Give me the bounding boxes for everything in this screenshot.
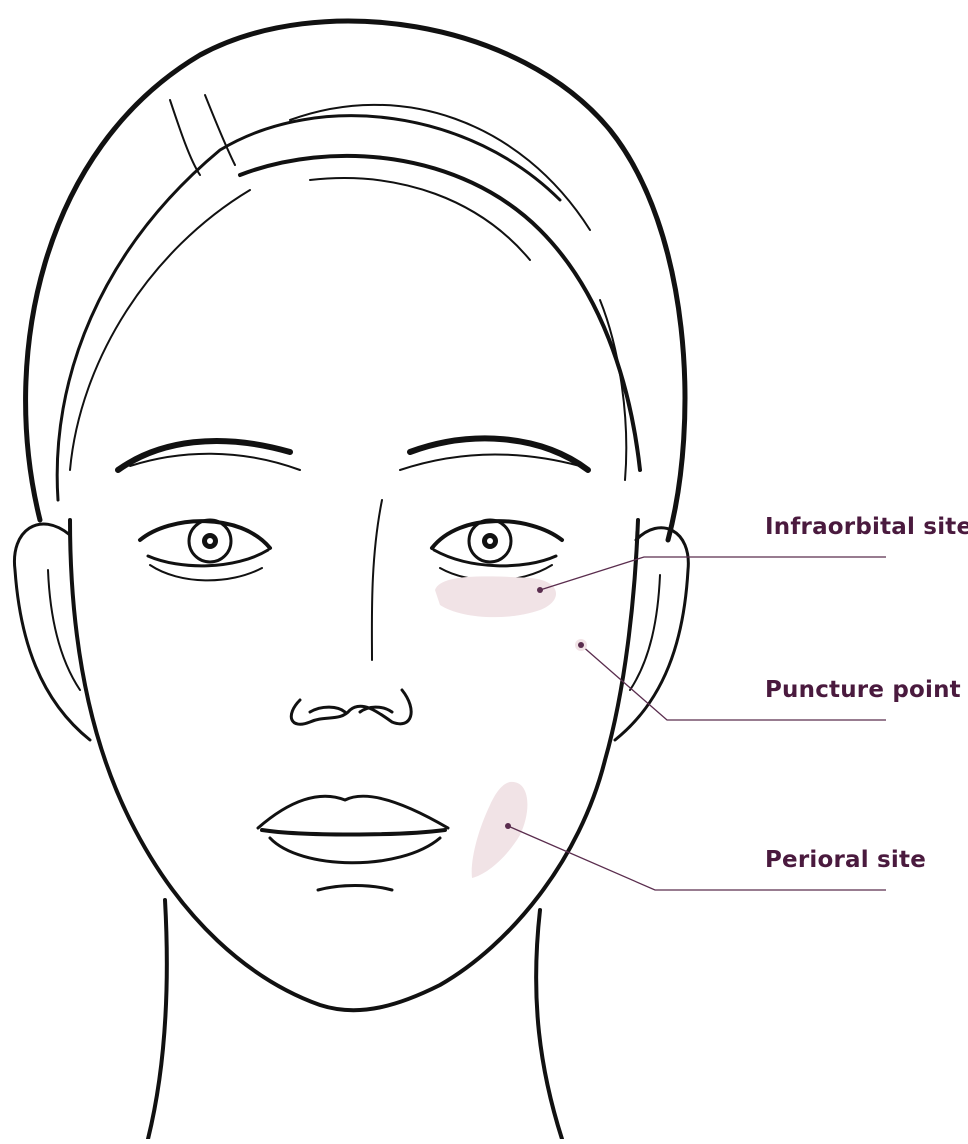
hair-strand (57, 116, 560, 500)
puncture-point-label: Puncture point (765, 677, 961, 703)
neck-right (536, 910, 562, 1139)
hair-strand (290, 105, 590, 230)
right-eyebrow-lower (400, 454, 580, 470)
chin-crease (318, 886, 392, 891)
left-eye-highlight (207, 538, 213, 544)
nose-tip (291, 690, 411, 724)
nose-bridge (372, 500, 382, 660)
lower-lip (270, 838, 440, 863)
left-eyebrow (118, 441, 290, 470)
infraorbital-site-label: Infraorbital site (765, 514, 968, 540)
perioral-marker (505, 823, 511, 829)
hair-strand (70, 190, 250, 470)
perioral-site-label: Perioral site (765, 847, 926, 873)
infraorbital-zone (435, 576, 556, 617)
left-nostril (310, 707, 345, 712)
right-eye-lower-lid (434, 550, 556, 566)
left-ear (14, 524, 90, 740)
left-eyebrow-lower (130, 454, 300, 470)
lip-line (262, 830, 445, 835)
puncture-point-marker (578, 642, 584, 648)
hair-strand (240, 156, 640, 470)
upper-lip (258, 796, 448, 828)
perioral-zone (472, 782, 528, 878)
left-eye-crease (150, 565, 262, 580)
right-eye-highlight (487, 538, 493, 544)
neck-left (148, 900, 167, 1139)
infraorbital-leader-line (540, 557, 886, 590)
left-eye-lower-lid (148, 550, 268, 566)
hair-strand (205, 95, 235, 165)
hair-strand (310, 178, 530, 260)
hair-strand (170, 100, 200, 175)
infraorbital-marker (537, 587, 543, 593)
